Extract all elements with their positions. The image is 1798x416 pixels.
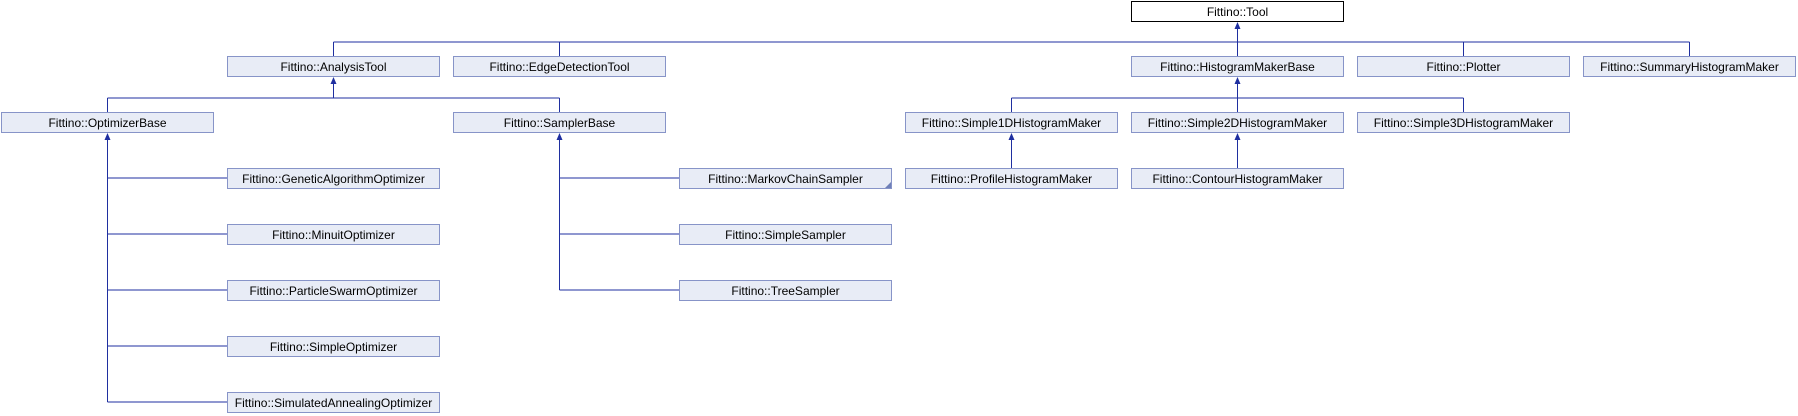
node-minuit-optimizer[interactable]: Fittino::MinuitOptimizer: [227, 224, 440, 245]
node-simple1d-histogram-maker[interactable]: Fittino::Simple1DHistogramMaker: [905, 112, 1118, 133]
node-summary-histogram-maker[interactable]: Fittino::SummaryHistogramMaker: [1583, 56, 1796, 77]
node-tool[interactable]: Fittino::Tool: [1131, 1, 1344, 22]
node-profile-histogram-maker[interactable]: Fittino::ProfileHistogramMaker: [905, 168, 1118, 189]
arrowhead-simple1d-histogram-maker: [1008, 133, 1015, 140]
node-sampler-base[interactable]: Fittino::SamplerBase: [453, 112, 666, 133]
node-genetic-algorithm-optimizer[interactable]: Fittino::GeneticAlgorithmOptimizer: [227, 168, 440, 189]
node-simulated-annealing-optimizer[interactable]: Fittino::SimulatedAnnealingOptimizer: [227, 392, 440, 413]
node-simple-optimizer[interactable]: Fittino::SimpleOptimizer: [227, 336, 440, 357]
arrowhead-histogram-maker-base: [1234, 77, 1241, 84]
node-particle-swarm-optimizer[interactable]: Fittino::ParticleSwarmOptimizer: [227, 280, 440, 301]
node-tree-sampler[interactable]: Fittino::TreeSampler: [679, 280, 892, 301]
fold-corner-icon: [885, 182, 891, 188]
arrowhead-tool: [1234, 22, 1241, 29]
arrowhead-analysis-tool: [330, 77, 337, 84]
arrowhead-optimizer-base: [104, 133, 111, 140]
node-histogram-maker-base[interactable]: Fittino::HistogramMakerBase: [1131, 56, 1344, 77]
arrowhead-sampler-base: [556, 133, 563, 140]
node-simple-sampler[interactable]: Fittino::SimpleSampler: [679, 224, 892, 245]
node-simple2d-histogram-maker[interactable]: Fittino::Simple2DHistogramMaker: [1131, 112, 1344, 133]
node-optimizer-base[interactable]: Fittino::OptimizerBase: [1, 112, 214, 133]
node-simple3d-histogram-maker[interactable]: Fittino::Simple3DHistogramMaker: [1357, 112, 1570, 133]
node-contour-histogram-maker[interactable]: Fittino::ContourHistogramMaker: [1131, 168, 1344, 189]
node-edge-detection-tool[interactable]: Fittino::EdgeDetectionTool: [453, 56, 666, 77]
node-plotter[interactable]: Fittino::Plotter: [1357, 56, 1570, 77]
node-analysis-tool[interactable]: Fittino::AnalysisTool: [227, 56, 440, 77]
node-markov-chain-sampler[interactable]: Fittino::MarkovChainSampler: [679, 168, 892, 189]
arrowhead-simple2d-histogram-maker: [1234, 133, 1241, 140]
markov-chain-sampler-label: Fittino::MarkovChainSampler: [708, 171, 863, 186]
